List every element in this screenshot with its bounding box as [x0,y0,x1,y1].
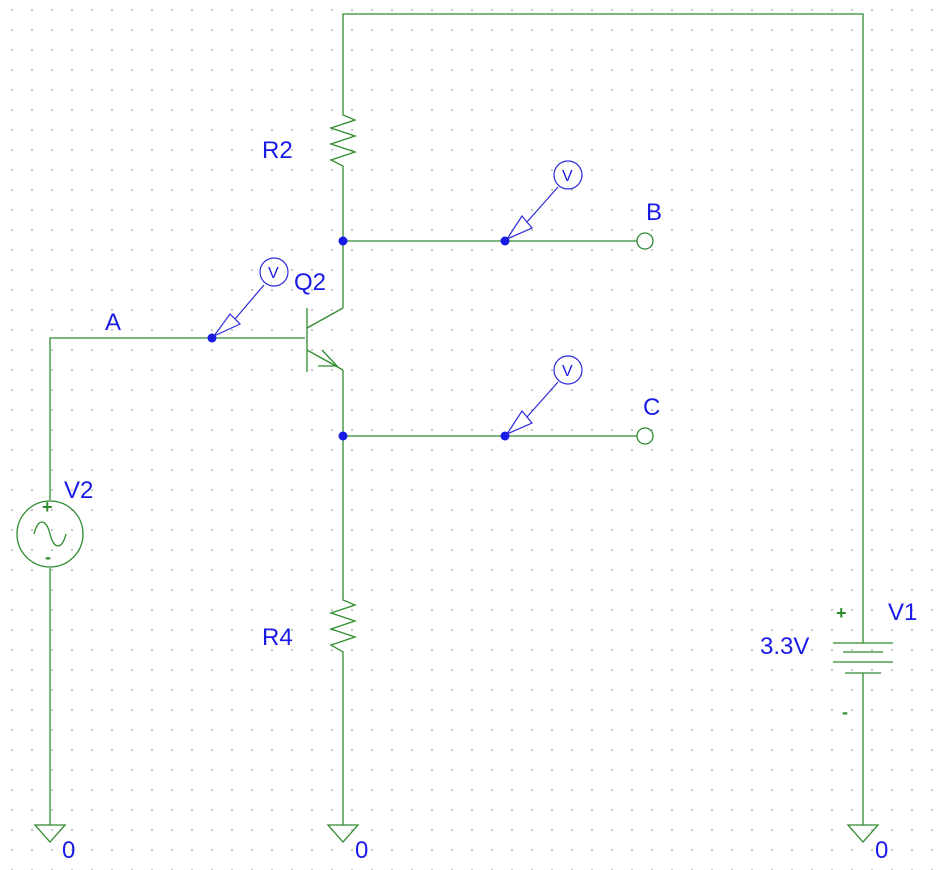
v2-minus: - [45,547,51,567]
terminal-circle-icon [636,427,654,445]
label-node-b: B [646,199,662,226]
label-ground: 0 [62,837,75,864]
probe-arrow-icon [505,409,533,436]
terminal-circle-icon [636,232,654,250]
resistor-r4[interactable]: R4 [262,595,358,660]
v2-body [16,500,84,568]
wires [49,13,864,825]
label-r4: R4 [262,624,293,651]
label-ground: 0 [355,837,368,864]
label-node-a: A [105,309,121,336]
voltage-probe-c[interactable]: V [505,355,583,436]
probe-label: V [562,363,573,380]
terminal-c[interactable]: C [636,394,660,445]
voltage-probe-b[interactable]: V [505,160,583,241]
ac-source-v2[interactable]: + - V2 [16,477,93,568]
label-ground: 0 [875,837,888,864]
label-r2: R2 [262,137,293,164]
probe-label: V [268,265,279,282]
voltage-probe-a[interactable]: V [212,257,289,338]
sine-icon [33,521,67,547]
q2-collector-leg [306,307,344,329]
wire-top-rail[interactable] [342,13,864,632]
q2-emitter-arrow [318,349,339,367]
label-v1: V1 [888,599,917,626]
junctions [207,236,510,441]
ground-v2[interactable]: 0 [33,824,75,864]
probe-icon [259,257,289,287]
probe-label: V [562,168,573,185]
ground-icon [326,824,360,843]
probe-icon [553,355,583,385]
terminal-b[interactable]: B [636,199,662,250]
label-q2: Q2 [294,269,326,296]
dc-source-v1[interactable]: + - V1 3.3V [760,599,917,722]
ground-icon [33,824,67,843]
probe-icon [553,160,583,190]
junction-dot [338,236,348,246]
v1-minus: - [842,702,848,722]
probe-arrow-icon [505,214,533,241]
ground-icon [846,824,880,843]
label-v2: V2 [64,477,93,504]
ground-v1[interactable]: 0 [846,824,888,864]
v1-plus: + [836,603,847,623]
wire-node-a[interactable] [49,337,305,500]
ground-r4[interactable]: 0 [326,824,368,864]
junction-dot [338,431,348,441]
transistor-q2[interactable]: Q2 [294,269,344,372]
v2-plus: + [42,497,53,517]
label-node-c: C [643,394,660,421]
label-v1-value: 3.3V [760,633,809,660]
q2-emitter-leg [306,349,344,371]
resistor-r2[interactable]: R2 [262,110,358,172]
